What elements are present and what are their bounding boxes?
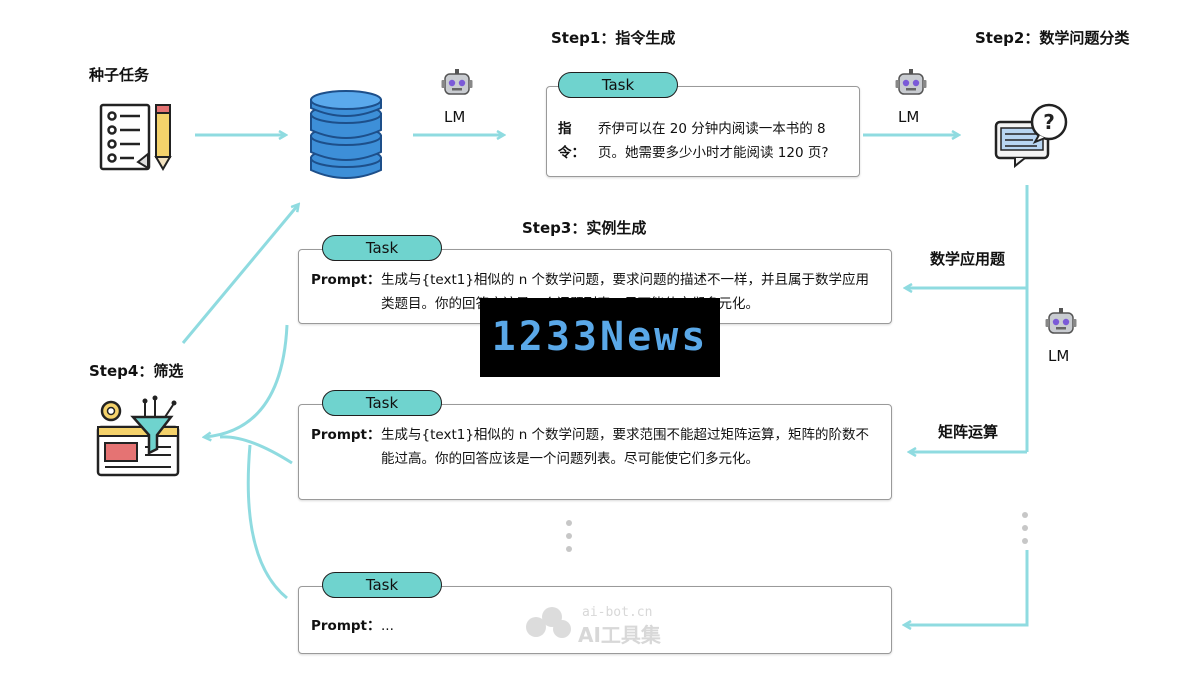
ellipsis-dots-right bbox=[1022, 512, 1028, 551]
prompt-key-3: Prompt： bbox=[311, 618, 381, 634]
overlay-watermark: 1233News bbox=[480, 298, 720, 377]
instruction-key: 指令： bbox=[558, 121, 585, 161]
curve-box3-to-filter bbox=[246, 444, 288, 600]
task-tag: Task bbox=[558, 72, 678, 98]
lm-label-1: LM bbox=[444, 108, 466, 126]
prompt-text-3: Prompt： ... bbox=[311, 614, 871, 638]
watermark-domain: ai-bot.cn bbox=[582, 605, 653, 620]
prompt-key-2: Prompt： bbox=[311, 427, 381, 443]
robot-icon bbox=[441, 69, 473, 95]
instruction-body: 乔伊可以在 20 分钟内阅读一本书的 8 页。她需要多少小时才能阅读 120 页… bbox=[598, 121, 829, 161]
curve-box1-to-filter bbox=[205, 324, 289, 437]
overlay-text: 1233News bbox=[491, 314, 709, 360]
prompt-body-3: ... bbox=[381, 618, 394, 634]
watermark-name: AI工具集 bbox=[578, 623, 661, 647]
arrow-filter-to-db bbox=[181, 205, 298, 344]
robot-icon bbox=[1045, 308, 1077, 334]
task-tag: Task bbox=[322, 235, 442, 261]
seed-tasks-label: 种子任务 bbox=[89, 66, 150, 84]
prompt-box-2 bbox=[298, 404, 892, 500]
prompt-key-1: Prompt： bbox=[311, 272, 381, 288]
step4-label: Step4：筛选 bbox=[89, 362, 184, 380]
watermark-logo bbox=[526, 607, 571, 638]
instruction-box bbox=[546, 86, 860, 177]
checklist-icon bbox=[99, 103, 172, 171]
ellipsis-dots-middle bbox=[566, 520, 572, 559]
prompt-text-2: Prompt： 生成与{text1}相似的 n 个数学问题，要求范围不能超过矩阵… bbox=[311, 423, 871, 471]
arrow-to-box3 bbox=[905, 550, 1029, 625]
task-tag: Task bbox=[322, 572, 442, 598]
matrix-ops-label: 矩阵运算 bbox=[938, 423, 999, 441]
question-chat-icon: ? bbox=[994, 103, 1068, 169]
prompt-body-2: 生成与{text1}相似的 n 个数学问题，要求范围不能超过矩阵运算，矩阵的阶数… bbox=[381, 427, 870, 467]
step3-label: Step3：实例生成 bbox=[522, 219, 647, 237]
robot-icon bbox=[895, 69, 927, 95]
lm-label-2: LM bbox=[898, 108, 920, 126]
svg-text:?: ? bbox=[1043, 110, 1055, 134]
step2-label: Step2：数学问题分类 bbox=[975, 29, 1130, 47]
curve-box2-to-filter bbox=[219, 435, 293, 465]
instruction-text: 指令： 乔伊可以在 20 分钟内阅读一本书的 8 页。她需要多少小时才能阅读 1… bbox=[558, 117, 853, 165]
step1-label: Step1：指令生成 bbox=[551, 29, 676, 47]
math-app-label: 数学应用题 bbox=[930, 250, 1006, 268]
filter-dashboard-icon bbox=[96, 395, 180, 477]
task-tag: Task bbox=[322, 390, 442, 416]
lm-label-3: LM bbox=[1048, 347, 1070, 365]
database-icon bbox=[310, 90, 382, 179]
